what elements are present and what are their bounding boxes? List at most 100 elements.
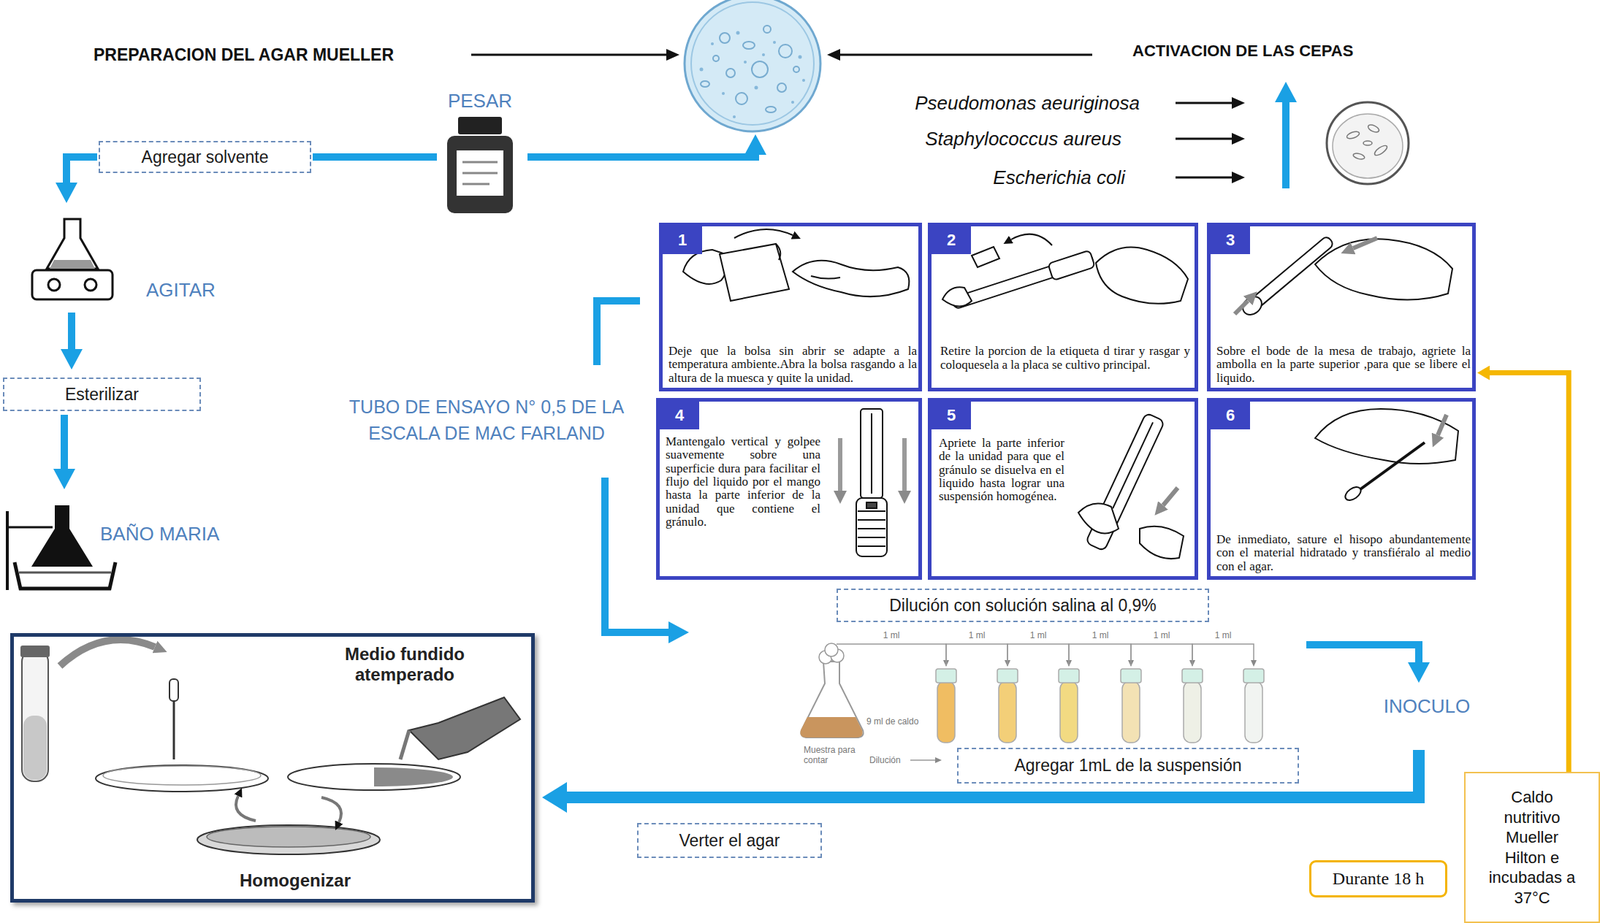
pour-plate-illustration-part [197,825,380,855]
dilution-series-part-part [946,644,1008,667]
flow-arrows-part [1306,645,1419,663]
step-illustration-part [857,536,886,539]
process-box: Dilución con solución salina al 0,9% [836,588,1210,623]
step-illustration-part [1315,409,1459,464]
pour-plate-illustration-part [59,640,155,667]
petri-dish-part-part [793,66,800,73]
flow-arrows-part [66,157,98,183]
petri-dish [684,0,821,132]
step-text: Deje que la bolsa sin abrir se adapte a … [668,344,917,386]
petri-dish-part-part [751,61,768,78]
magnetic-stirrer [32,219,113,300]
pour-plate-illustration-part [169,679,179,702]
process-box: Verter el agar [637,823,822,859]
step-panel: 3Sobre el bode de la mesa de trabajo, ag… [1206,222,1476,392]
step-illustration-part [870,413,873,494]
step-illustration-part [1437,414,1447,436]
medium-bottle-part [462,183,490,186]
pour-plate-illustration-part [173,701,176,760]
flow-connector [1489,373,1569,773]
step-illustration-part [971,246,1000,268]
strain-dish-part [1326,102,1409,185]
callout-number: 6 [1210,401,1251,430]
pour-plate-illustration-part [20,645,50,658]
water-bath-part [18,572,112,575]
pour-plate-illustration-part [374,767,453,787]
dilution-series [800,643,1264,761]
petri-dish-part-part [765,106,776,113]
petri-dish-part-part [772,40,776,44]
petri-dish-part-part [777,83,787,93]
petri-dish-part-part [778,44,792,58]
petri-dish-part [684,0,821,132]
flow-arrows-part [527,154,756,158]
procedure-panel: Medio fundido atemperadoHomogenizar [10,633,535,904]
step-illustration-part-part [1047,250,1095,281]
step-illustration-part [837,438,843,491]
box-text: Dilución con solución salina al 0,9% [889,596,1157,616]
magnetic-stirrer-part [49,260,95,269]
step-illustration-part [734,229,793,239]
medium-bottle-part [458,116,502,135]
dilution-series-part [935,669,1264,744]
dilution-series-part-part [836,644,947,661]
step-illustration-part [1239,233,1336,319]
petri-dish-part-part [736,31,741,36]
strain-dish-part [1332,113,1403,179]
callout-number: 3 [1210,226,1251,255]
petri-dish-part-part [726,68,735,78]
petri-dish-part-part [710,42,714,46]
petri-dish-part-part [754,86,759,90]
pour-plate-illustration-part [400,730,410,760]
dilution-series-part-part [824,643,838,657]
step-illustration-part [902,438,907,491]
medium-bottle-part [462,161,498,164]
dilution-series-part-part [1068,644,1131,667]
dilution-series-part-part [1192,644,1254,667]
pour-plate-illustration-part [23,715,47,781]
step-panel: 6De inmediato, sature el hisopo abundant… [1206,398,1476,581]
magnetic-stirrer-part [84,279,97,291]
step-illustration [683,229,909,302]
process-box: Agregar 1mL de la suspensión [957,748,1299,784]
dilution-series-part [800,661,863,738]
magnetic-stirrer-part [32,270,113,300]
step-illustration-part [857,510,886,513]
step-illustration-part [792,260,909,297]
callout-number: 2 [931,226,971,255]
dilution-series-part-part [1182,669,1203,684]
step-text: Retire la porcion de la etiqueta d tirar… [940,344,1191,372]
petri-dish-part [691,2,814,125]
process-box: Agregar solvente [98,141,312,174]
flow-arrows-part [312,153,437,161]
flow-arrows-part [596,301,640,366]
dilution-series-part-part [1183,681,1202,744]
flow-arrows-part [840,54,1093,57]
volume-label: 9 ml de caldo [866,716,919,727]
strain-dish-part-part [1345,130,1361,141]
petri-dish-part-part [762,53,765,57]
petri-dish-part-part [732,115,736,119]
dilution-series-part-part [1007,644,1069,667]
pour-plate-illustration-part [103,766,261,786]
dilution-series-part-part [937,681,955,744]
flow-arrows-part [566,750,1419,798]
step-illustration-part [810,276,841,280]
time-box: Durante 18 h [1309,860,1448,898]
petri-dish-part [700,25,800,113]
dilution-series-part-part [1244,681,1263,744]
dilution-series-part-part [1060,681,1078,744]
petri-dish-part [699,31,806,120]
petri-dish-part-part [743,41,755,49]
step-illustration-part [857,528,886,530]
callout-number: 4 [659,401,700,430]
dilution-series-part-part [998,681,1017,744]
pour-plate-illustration-part [321,797,342,823]
dilution-series-part [836,644,1254,761]
panel-caption: Medio fundido atemperado [298,644,511,686]
step-illustration-part [856,498,887,557]
box-text: Durante 18 h [1332,869,1424,890]
water-bath [7,505,116,591]
process-box: Esterilizar [2,377,201,412]
step-illustration [1234,233,1453,319]
